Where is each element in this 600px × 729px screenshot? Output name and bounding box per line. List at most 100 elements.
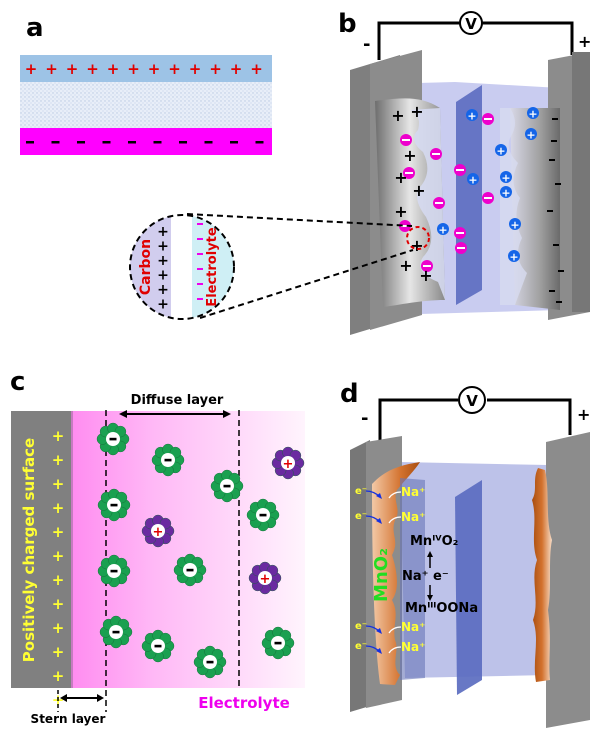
- surface-charge: +: [52, 595, 65, 613]
- electrode-charge: +: [391, 106, 404, 125]
- electrolyte-charge: [197, 238, 203, 240]
- voltmeter-label: V: [465, 15, 477, 33]
- reaction-reduced: MnᴵᴵᴵOONa: [405, 601, 478, 616]
- voltmeter-label: V: [466, 392, 478, 410]
- surface-label: Positively charged surface: [20, 438, 38, 662]
- diffuse-layer-label: Diffuse layer: [131, 393, 224, 408]
- svg-text:+: +: [528, 108, 537, 121]
- carbon-charge: +: [157, 224, 169, 240]
- surface-charge: +: [52, 499, 65, 517]
- cation: [437, 223, 449, 235]
- solvated-cation: +: [248, 561, 282, 595]
- zoom-line-top: [186, 213, 413, 227]
- surface-charges: ++++++++++++: [52, 427, 65, 709]
- surface-charge: +: [52, 571, 65, 589]
- positive-charge: +: [107, 60, 120, 78]
- svg-text:+: +: [153, 525, 164, 540]
- negative-terminal: -: [363, 34, 370, 55]
- negative-charge: [153, 141, 162, 144]
- svg-text:+: +: [260, 572, 271, 587]
- electrolyte-charge: [553, 244, 559, 246]
- panel-b: b V - + +++++++++++++++++++: [129, 9, 591, 335]
- solvated-anion: [96, 422, 130, 456]
- solvated-anion: [151, 443, 185, 477]
- wire-left: [377, 21, 460, 60]
- right-coating: [532, 468, 552, 682]
- positively-charged-surface: [11, 411, 71, 688]
- sodium-arrow: [388, 491, 402, 499]
- negative-charge: [255, 141, 264, 144]
- electrolyte-charge: [552, 118, 558, 120]
- solvated-anion: [246, 498, 280, 532]
- svg-text:+: +: [283, 457, 294, 472]
- surface-charge: +: [52, 619, 65, 637]
- negative-charge: [26, 141, 34, 144]
- wire-right: [487, 398, 572, 435]
- electrolyte-charge: [555, 183, 561, 185]
- electrode-charge: +: [403, 146, 416, 165]
- negative-charge: [179, 141, 187, 144]
- sodium-arrow: [388, 516, 402, 524]
- electron-label: e⁻: [355, 621, 367, 632]
- electron-label: e⁻: [355, 486, 367, 497]
- dielectric-layer: [20, 82, 272, 128]
- positive-charge: +: [66, 60, 79, 78]
- electrolyte-charge: [556, 301, 562, 303]
- solvated-ions: + + +: [96, 422, 305, 679]
- negative-charge: [102, 141, 111, 144]
- panel-a: a ++++++++++++: [20, 13, 272, 155]
- svg-text:+: +: [496, 145, 505, 158]
- inset-magnifier: Carbon Electrolyte ++++++: [129, 214, 235, 320]
- sodium-label: Na⁺: [401, 485, 425, 499]
- cation: [509, 218, 521, 230]
- positive-charge: +: [45, 60, 58, 78]
- positive-charges: ++++++++++++: [25, 60, 263, 78]
- svg-text:+: +: [509, 251, 518, 264]
- cation: [527, 107, 539, 119]
- solvated-anion: [97, 554, 131, 588]
- cation: [508, 250, 520, 262]
- svg-text:+: +: [526, 129, 535, 142]
- carbon-charge: +: [157, 268, 169, 284]
- electrolyte-charge: [547, 210, 553, 212]
- panel-c: c Positively charged surface +++++++++++…: [10, 367, 305, 726]
- cation: [467, 173, 479, 185]
- negative-terminal: -: [361, 408, 368, 429]
- stern-layer-label: Stern layer: [31, 712, 106, 726]
- carbon-charge: +: [157, 297, 169, 313]
- positive-charge: +: [189, 60, 202, 78]
- negative-charge: [230, 141, 238, 144]
- svg-text:+: +: [501, 187, 510, 200]
- positive-charge: +: [250, 60, 263, 78]
- cation: [495, 144, 507, 156]
- carbon-charge: +: [157, 239, 169, 255]
- reaction-carriers: Na⁺ e⁻: [402, 569, 449, 584]
- mno2-label: MnO₂: [371, 548, 392, 602]
- positive-charge: +: [127, 60, 140, 78]
- sodium-label: Na⁺: [401, 510, 425, 524]
- cation: [466, 109, 478, 121]
- electrolyte-charge: [197, 223, 203, 225]
- sodium-label: Na⁺: [401, 640, 425, 654]
- inset-electrolyte-label: Electrolyte: [205, 227, 220, 307]
- electrode-charge: +: [412, 181, 425, 200]
- carbon-charge: +: [157, 253, 169, 269]
- electrode-charge: +: [410, 236, 423, 255]
- cation: [525, 128, 537, 140]
- positive-plate: [20, 55, 272, 82]
- surface-charge: +: [52, 643, 65, 661]
- sodium-arrow: [388, 646, 402, 654]
- negative-charge: [128, 141, 136, 144]
- surface-charge: +: [52, 451, 65, 469]
- cation: [500, 171, 512, 183]
- panel-label-a: a: [26, 13, 44, 43]
- electrode-charge: +: [419, 266, 432, 285]
- voltmeter: [459, 11, 483, 35]
- svg-text:+: +: [468, 174, 477, 187]
- electrolyte-charge: [558, 270, 564, 272]
- panel-d: d V - + MnO₂ MnᴵⱽO₂ Na⁺ e⁻ MnᴵᴵᴵOONa e⁻N…: [340, 379, 590, 728]
- panel-label-b: b: [338, 9, 357, 39]
- positive-charge: +: [209, 60, 222, 78]
- electrode-charge: +: [410, 102, 423, 121]
- electrolyte-charge: [197, 268, 203, 270]
